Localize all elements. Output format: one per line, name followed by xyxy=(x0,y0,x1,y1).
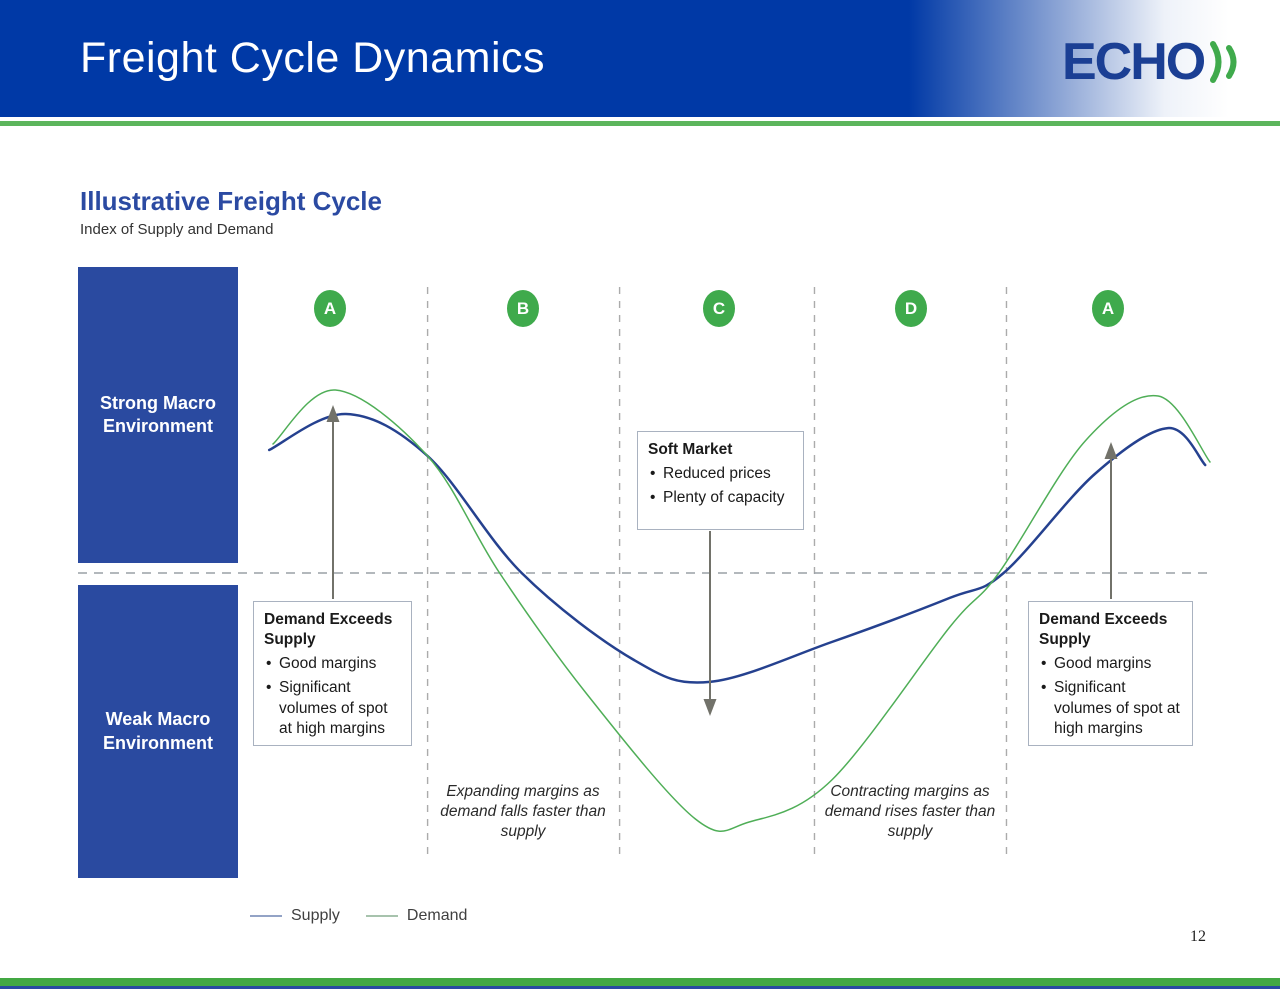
peak-arrow-right xyxy=(1104,442,1118,599)
weak-macro-label: Weak Macro Environment xyxy=(102,709,213,753)
demand-exceeds-right-bullets: Good margins Significant volumes of spot… xyxy=(1039,654,1184,739)
legend-swatch xyxy=(250,915,282,917)
peak-arrow-left xyxy=(326,405,340,599)
phase-marker-a1: A xyxy=(314,290,346,327)
bullet-item: Significant volumes of spot at high marg… xyxy=(266,678,403,738)
footer-blue-bar xyxy=(0,986,1280,989)
soft-market-callout: Soft Market Reduced prices Plenty of cap… xyxy=(637,431,804,530)
demand-exceeds-left-bullets: Good margins Significant volumes of spot… xyxy=(264,654,403,739)
bullet-item: Reduced prices xyxy=(650,464,795,484)
demand-exceeds-left-callout: Demand Exceeds Supply Good margins Signi… xyxy=(253,601,412,746)
phase-marker-b: B xyxy=(507,290,539,327)
strong-macro-panel: Strong Macro Environment xyxy=(78,267,238,563)
slide-title: Freight Cycle Dynamics xyxy=(80,34,545,82)
header-banner: Freight Cycle Dynamics ECHO xyxy=(0,0,1280,117)
bullet-item: Plenty of capacity xyxy=(650,488,795,508)
expanding-margins-note: Expanding margins as demand falls faster… xyxy=(440,783,606,840)
trough-arrow xyxy=(703,531,717,716)
phase-marker-a2: A xyxy=(1092,290,1124,327)
bullet-item: Significant volumes of spot at high marg… xyxy=(1041,678,1184,738)
bullet-item: Good margins xyxy=(1041,654,1184,674)
logo-sound-waves-icon xyxy=(1207,38,1241,86)
page-number: 12 xyxy=(1190,928,1206,945)
chart-title: Illustrative Freight Cycle xyxy=(80,186,382,216)
soft-market-bullets: Reduced prices Plenty of capacity xyxy=(648,464,795,508)
demand-exceeds-right-title: Demand Exceeds Supply xyxy=(1039,611,1168,649)
logo-wordmark: ECHO xyxy=(1062,33,1206,91)
chart-legend: Supply Demand xyxy=(250,907,493,925)
bullet-item: Good margins xyxy=(266,654,403,674)
strong-macro-label: Strong Macro Environment xyxy=(99,392,216,436)
phase-marker-d: D xyxy=(895,290,927,327)
demand-curve xyxy=(272,389,1211,832)
weak-macro-panel: Weak Macro Environment xyxy=(78,585,238,878)
echo-logo: ECHO xyxy=(1062,32,1241,92)
contracting-margins-note: Contracting margins as demand rises fast… xyxy=(824,783,996,840)
legend-label-demand: Demand xyxy=(406,907,468,924)
soft-market-title: Soft Market xyxy=(648,441,733,458)
legend-swatch xyxy=(365,915,398,917)
header-divider xyxy=(0,121,1280,126)
demand-exceeds-right-callout: Demand Exceeds Supply Good margins Signi… xyxy=(1028,601,1193,746)
demand-exceeds-left-title: Demand Exceeds Supply xyxy=(264,611,393,649)
footer-green-bar xyxy=(0,978,1280,986)
phase-marker-c: C xyxy=(703,290,735,327)
legend-label-supply: Supply xyxy=(291,907,340,924)
chart-subtitle: Index of Supply and Demand xyxy=(80,221,274,238)
